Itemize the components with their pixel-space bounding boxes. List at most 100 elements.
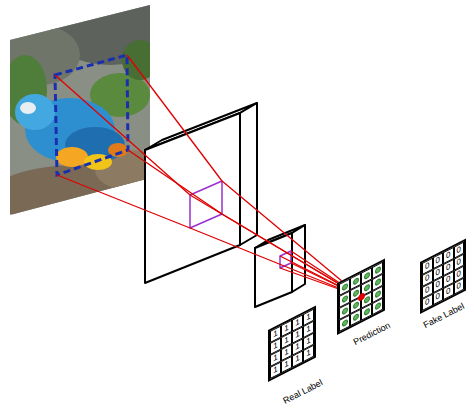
label-value: 1	[284, 359, 288, 369]
grid-cell	[339, 278, 350, 296]
grid-cell: 0	[433, 264, 444, 281]
prediction-grid: Prediction	[337, 283, 385, 335]
grid-cell: 0	[422, 282, 433, 299]
label-value: 1	[306, 312, 310, 322]
grid-cell: 1	[270, 349, 281, 367]
grid-cell: 1	[303, 309, 314, 327]
patch-score-dot	[353, 277, 359, 286]
grid-cell: 1	[292, 350, 303, 368]
label-value: 0	[436, 280, 440, 290]
label-value: 1	[284, 335, 288, 345]
grid-cell	[339, 314, 350, 332]
label-value: 1	[295, 342, 299, 352]
grid-cell	[339, 302, 350, 320]
grid-cell: 1	[303, 345, 314, 363]
label-value: 1	[273, 365, 277, 375]
grid-cell: 0	[443, 247, 454, 264]
grid-cell	[350, 309, 361, 327]
grid-cell: 0	[443, 259, 454, 276]
patch-score-dot	[353, 313, 359, 322]
label-value: 0	[436, 268, 440, 278]
grid-cell: 1	[270, 337, 281, 355]
label-value: 1	[284, 323, 288, 333]
grid-cell	[372, 274, 383, 292]
grid-caption: Prediction	[352, 321, 392, 347]
grid-cell: 1	[281, 332, 292, 350]
fake-label-grid: 0000000000000000Fake Label	[420, 262, 466, 314]
grid-cell	[372, 286, 383, 304]
grid-cell: 0	[422, 258, 433, 275]
label-value: 0	[446, 262, 450, 272]
grid-cell	[339, 290, 350, 308]
conv-layer-1	[145, 103, 257, 283]
patch-score-dot	[375, 290, 381, 299]
label-value: 0	[425, 285, 429, 295]
label-value: 1	[306, 324, 310, 334]
projection-lines	[55, 55, 361, 297]
patch-score-dot	[375, 302, 381, 311]
label-value: 0	[457, 245, 461, 255]
patch-score-dot	[342, 319, 348, 328]
patch-score-dot	[364, 271, 370, 280]
label-value: 0	[425, 297, 429, 307]
patch-score-dot	[375, 278, 381, 287]
grid-cell: 0	[454, 242, 465, 259]
grid-cell: 0	[454, 278, 465, 295]
label-value: 0	[436, 292, 440, 302]
label-value: 0	[457, 257, 461, 267]
patch-score-dot	[342, 295, 348, 304]
patch-grid	[337, 259, 385, 335]
label-value: 1	[273, 353, 277, 363]
label-value: 1	[295, 354, 299, 364]
label-value: 1	[295, 330, 299, 340]
grid-cell	[361, 267, 372, 285]
grid-cell: 1	[281, 344, 292, 362]
label-value: 0	[446, 286, 450, 296]
grid-cell: 0	[422, 270, 433, 287]
grid-caption: Real Label	[282, 378, 324, 406]
label-value: 1	[306, 336, 310, 346]
grid-cell: 0	[454, 254, 465, 271]
patch-score-dot	[342, 283, 348, 292]
label-value: 0	[457, 281, 461, 291]
label-value: 0	[457, 269, 461, 279]
label-value: 1	[295, 318, 299, 328]
patch-score-dot	[375, 266, 381, 275]
grid-cell: 1	[270, 325, 281, 343]
grid-cell	[361, 303, 372, 321]
grid-cell: 0	[422, 294, 433, 311]
patch-score-dot	[364, 307, 370, 316]
grid-cell: 1	[281, 356, 292, 374]
patch-score-dot	[342, 307, 348, 316]
label-value: 1	[306, 348, 310, 358]
patch-grid: 1111111111111111	[268, 306, 316, 382]
grid-cell: 1	[281, 320, 292, 338]
grid-cell	[372, 298, 383, 316]
label-value: 0	[446, 250, 450, 260]
grid-cell: 1	[292, 326, 303, 344]
real-label-grid: 1111111111111111Real Label	[268, 330, 316, 382]
label-value: 1	[284, 347, 288, 357]
grid-cell: 1	[292, 314, 303, 332]
grid-cell	[372, 262, 383, 280]
grid-cell: 1	[270, 361, 281, 379]
label-value: 1	[273, 329, 277, 339]
grid-cell: 0	[433, 288, 444, 305]
grid-cell: 1	[303, 333, 314, 351]
grid-cell: 0	[433, 252, 444, 269]
grid-cell: 0	[433, 276, 444, 293]
label-value: 0	[425, 261, 429, 271]
label-value: 0	[425, 273, 429, 283]
label-value: 0	[436, 256, 440, 266]
grid-cell: 1	[303, 321, 314, 339]
label-value: 0	[446, 274, 450, 284]
patch-score-dot	[364, 283, 370, 292]
grid-cell: 0	[443, 271, 454, 288]
receptive-field-box	[55, 55, 128, 175]
patch-score-dot	[353, 301, 359, 310]
grid-cell: 1	[292, 338, 303, 356]
grid-cell: 0	[443, 283, 454, 300]
label-value: 1	[273, 341, 277, 351]
grid-cell: 0	[454, 266, 465, 283]
